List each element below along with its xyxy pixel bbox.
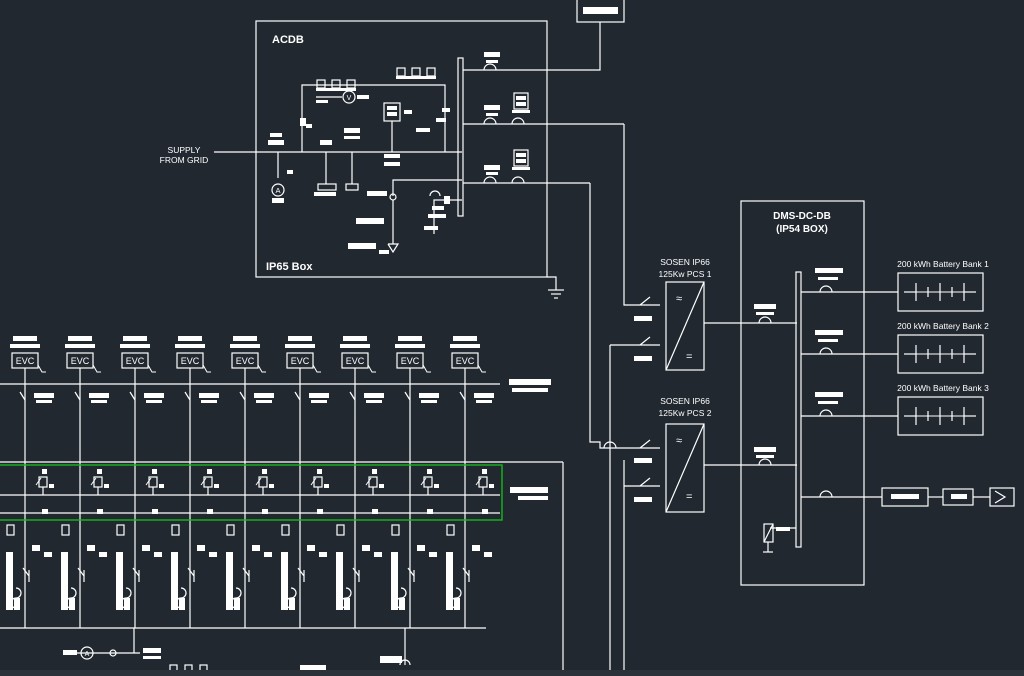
earth-icon	[547, 276, 564, 299]
dc-symbol: =	[686, 351, 692, 363]
evc-unit: EVC	[446, 336, 494, 628]
ac-feed-lines	[589, 124, 660, 676]
acdb-enclosure-label: IP65 Box	[266, 261, 313, 273]
battery-bank-1-label: 200 kWh Battery Bank 1	[897, 259, 989, 269]
evc-unit: EVC	[226, 336, 274, 628]
evc-label: EVC	[16, 356, 35, 366]
battery-banks: 200 kWh Battery Bank 1 200 kWh Battery B…	[897, 259, 989, 436]
evc-unit: EVC	[6, 336, 54, 628]
evc-unit: EVC	[336, 336, 384, 628]
battery-cells-3	[904, 407, 976, 425]
dcdb-title-line1: DMS-DC-DB	[773, 211, 831, 222]
pcs-unit-1: SOSEN IP66 125Kw PCS 1 ≈ =	[659, 257, 797, 371]
battery-bank-1	[897, 272, 984, 312]
supply-label-line1: SUPPLY	[168, 145, 201, 155]
acdb-title: ACDB	[272, 34, 304, 46]
evc-label: EVC	[236, 356, 255, 366]
bottom-status-strip	[0, 670, 1024, 676]
dcdb-title-line2: (IP54 BOX)	[776, 224, 828, 235]
evc-label: EVC	[181, 356, 200, 366]
dc-db-panel: DMS-DC-DB (IP54 BOX)	[740, 200, 898, 586]
dc-symbol: =	[686, 491, 692, 503]
evc-label: EVC	[401, 356, 420, 366]
evc-label: EVC	[71, 356, 90, 366]
battery-bank-2	[897, 334, 984, 374]
acdb-panel: ACDB IP65 Box SUPPLY FROM GRID A V	[160, 20, 624, 278]
evc-unit: EVC	[116, 336, 164, 628]
battery-bank-3-label: 200 kWh Battery Bank 3	[897, 383, 989, 393]
ev-charger-section: EVC EVC EVC EVC EVC EVC EVC EVC EVC A	[0, 336, 564, 676]
acdb-voltmeter-symbol: V	[347, 95, 352, 102]
evc-label: EVC	[456, 356, 475, 366]
evc-label: EVC	[346, 356, 365, 366]
ac-symbol: ≈	[676, 293, 682, 305]
pcs-1-label-line1: SOSEN IP66	[660, 257, 710, 267]
ev-highlight-box	[0, 464, 503, 521]
ac-symbol: ≈	[676, 435, 682, 447]
top-feeder-box	[510, 0, 625, 71]
dc-output-chain	[881, 487, 1015, 507]
pcs-1-label-line2: 125Kw PCS 1	[659, 269, 712, 279]
supply-label-line2: FROM GRID	[160, 155, 209, 165]
battery-cells-2	[904, 345, 976, 363]
evc-label: EVC	[291, 356, 310, 366]
evc-label: EVC	[126, 356, 145, 366]
pcs-2-label-line2: 125Kw PCS 2	[659, 408, 712, 418]
battery-cells-1	[904, 283, 976, 301]
evc-unit: EVC	[171, 336, 219, 628]
evc-unit: EVC	[391, 336, 439, 628]
evc-unit: EVC	[281, 336, 329, 628]
bottom-ammeter-symbol: A	[85, 651, 90, 658]
acdb-ammeter-symbol: A	[275, 186, 280, 195]
evc-unit: EVC	[61, 336, 109, 628]
pcs-2-label-line1: SOSEN IP66	[660, 396, 710, 406]
battery-bank-2-label: 200 kWh Battery Bank 2	[897, 321, 989, 331]
pcs-unit-2: SOSEN IP66 125Kw PCS 2 ≈ =	[659, 396, 797, 513]
battery-bank-3	[897, 396, 984, 436]
